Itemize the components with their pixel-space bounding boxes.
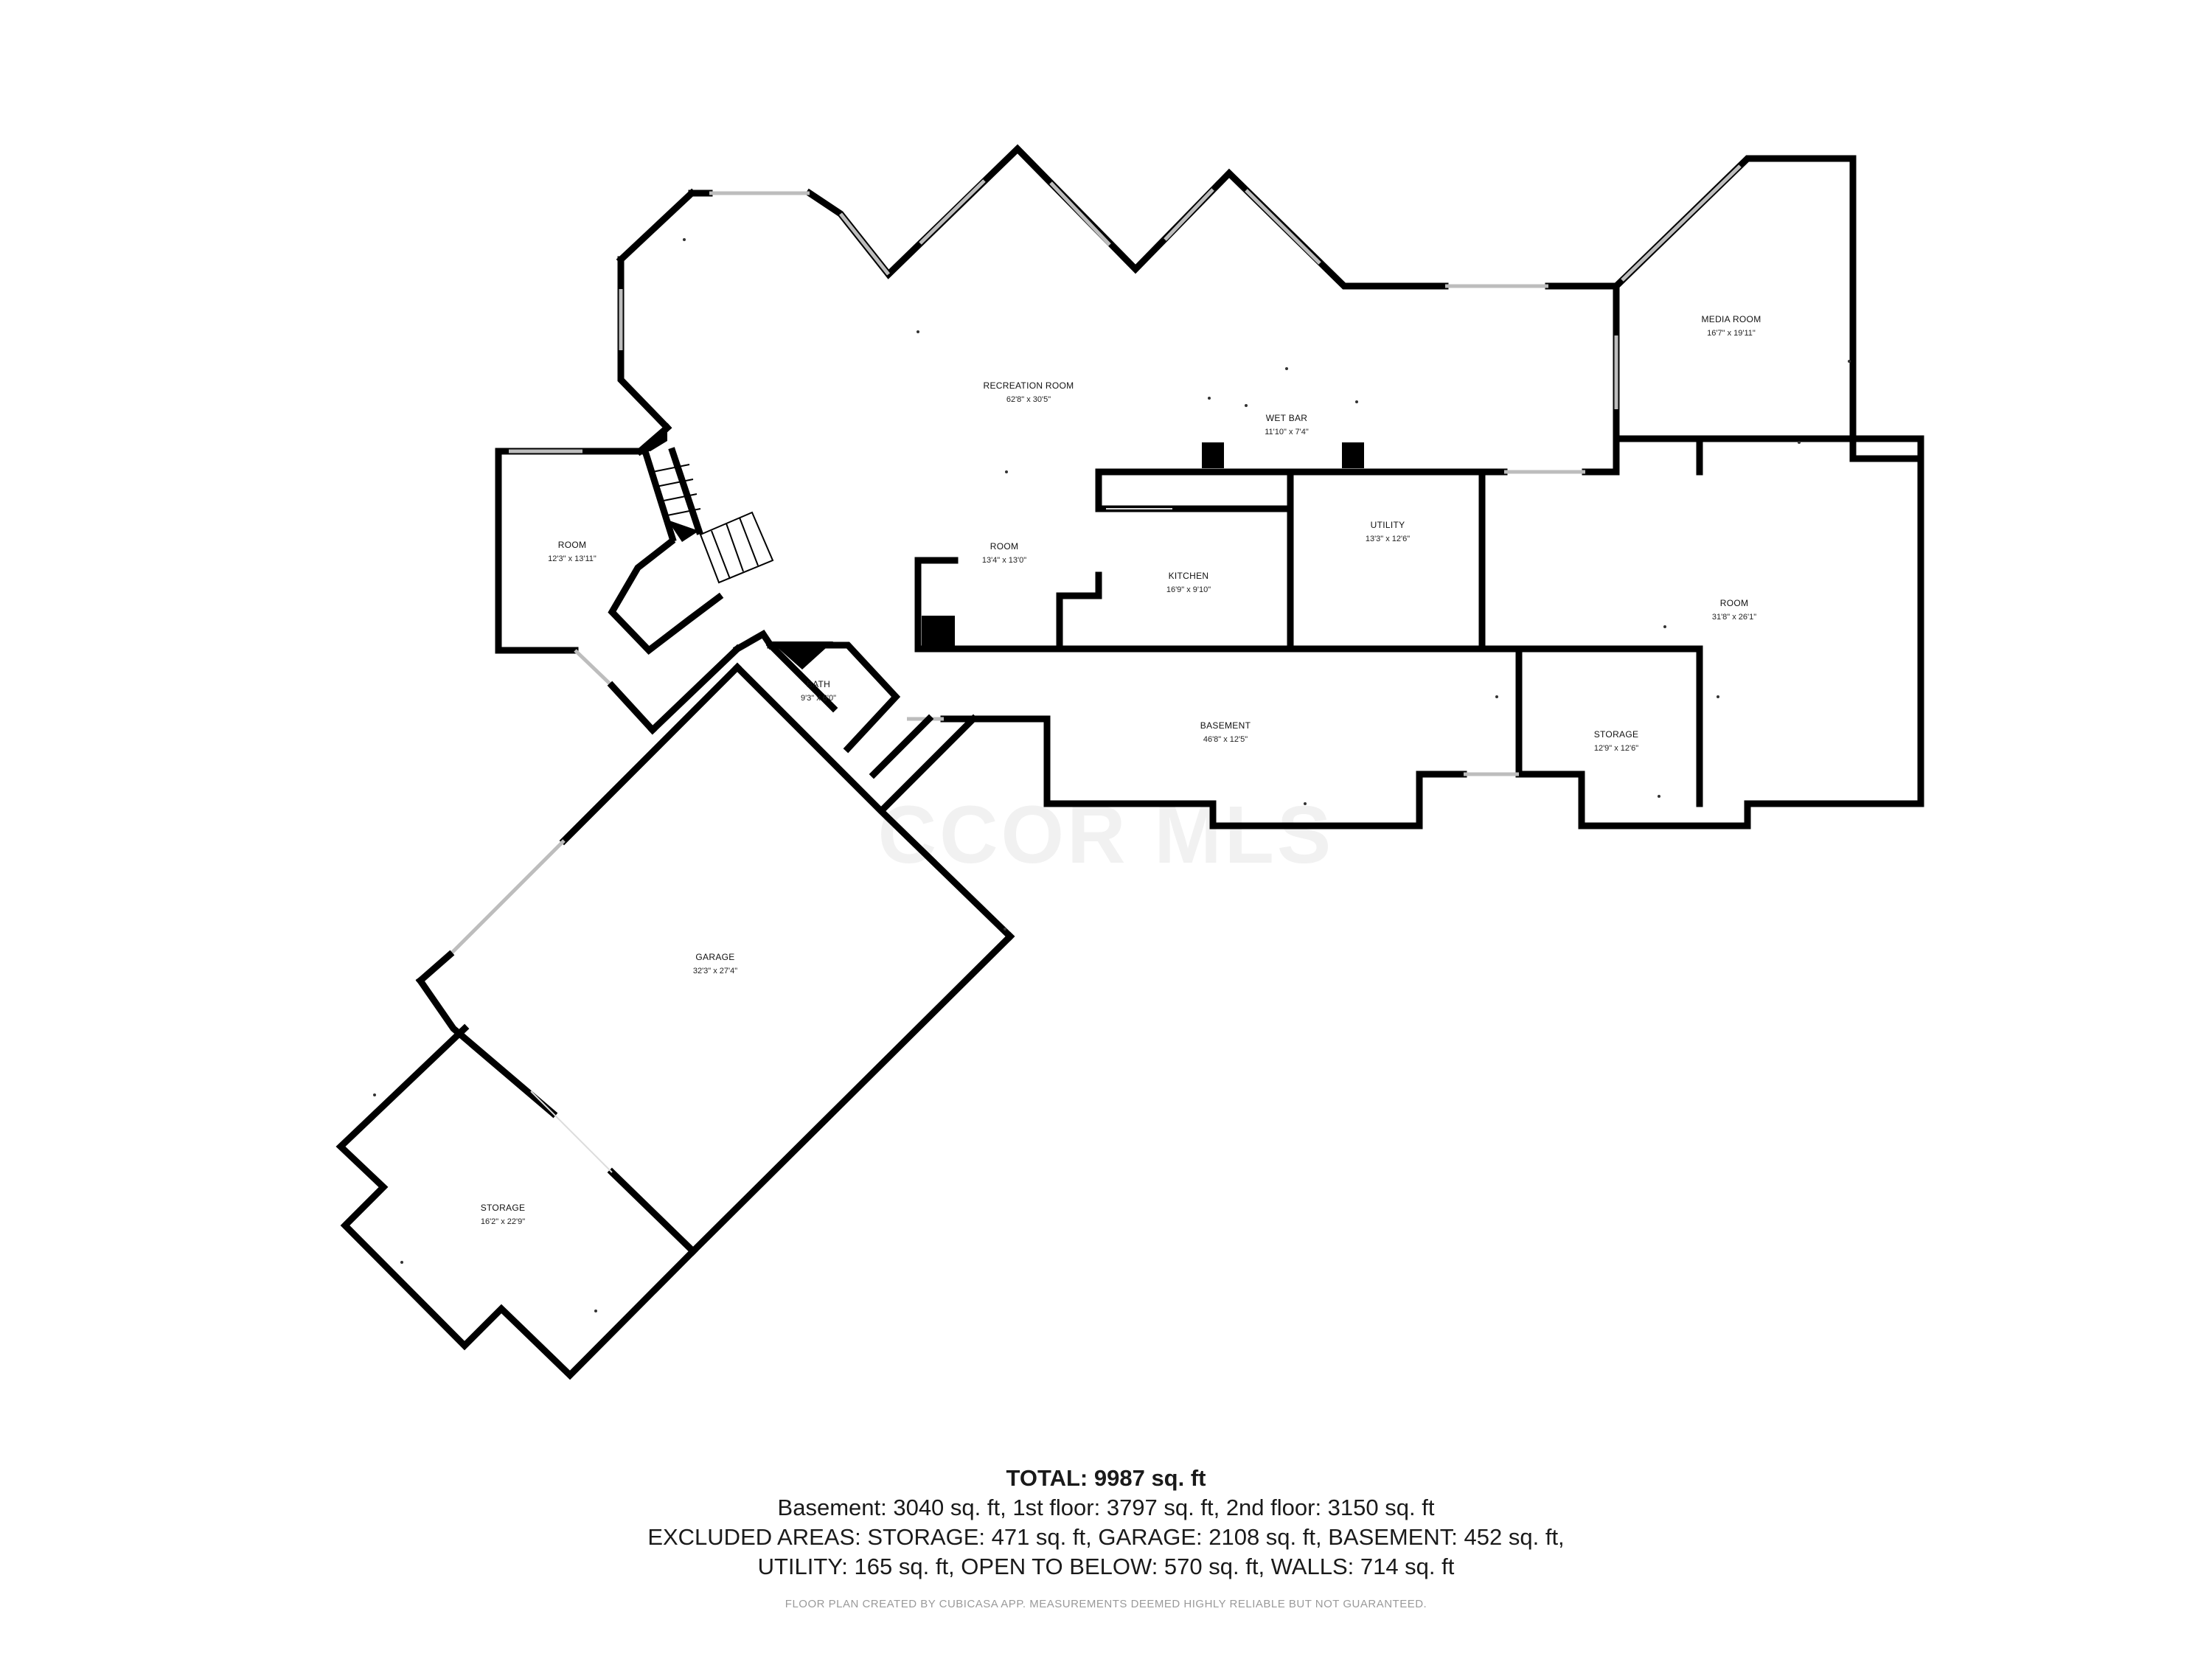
garage-name: GARAGE bbox=[695, 952, 734, 962]
media-room-walls bbox=[1611, 155, 1857, 442]
bath-name: BATH bbox=[807, 679, 830, 689]
storage-south-dims: 16'2" x 22'9" bbox=[481, 1217, 525, 1226]
basement-name: BASEMENT bbox=[1200, 720, 1251, 731]
wet-bar-dims: 11'10" x 7'4" bbox=[1265, 428, 1309, 437]
recreation-room-walls bbox=[616, 144, 1620, 476]
room-east-walls bbox=[1478, 435, 1924, 807]
room-east-name: ROOM bbox=[1720, 598, 1749, 608]
room-west-name: ROOM bbox=[558, 540, 587, 550]
garage-dims: 32'3" x 27'4" bbox=[693, 967, 737, 975]
kitchen-name: KITCHEN bbox=[1169, 571, 1209, 581]
wet-bar-name: WET BAR bbox=[1266, 413, 1308, 423]
media-room-name: MEDIA ROOM bbox=[1701, 314, 1761, 324]
storage-east-name: STORAGE bbox=[1594, 729, 1639, 740]
storage-south-walls bbox=[335, 1023, 698, 1380]
room-east-dims: 31'8" x 26'1" bbox=[1712, 613, 1756, 622]
total-area: TOTAL: 9987 sq. ft bbox=[1006, 1465, 1206, 1491]
recreation-room-name: RECREATION ROOM bbox=[984, 380, 1074, 391]
excluded-areas: EXCLUDED AREAS: STORAGE: 471 sq. ft, GAR… bbox=[647, 1524, 1565, 1550]
media-room-dims: 16'7" x 19'11" bbox=[1707, 329, 1756, 338]
utility-dims: 13'3" x 12'6" bbox=[1366, 535, 1410, 543]
storage-south-name: STORAGE bbox=[481, 1203, 526, 1213]
floor-areas: Basement: 3040 sq. ft, 1st floor: 3797 s… bbox=[777, 1495, 1435, 1520]
room-center-name: ROOM bbox=[990, 541, 1019, 552]
storage-east-dims: 12'9" x 12'6" bbox=[1594, 744, 1638, 753]
garage-walls bbox=[415, 662, 1015, 1256]
stair-area bbox=[608, 428, 774, 655]
room-center-dims: 13'4" x 13'0" bbox=[982, 556, 1026, 565]
kitchen-dims: 16'9" x 9'10" bbox=[1166, 585, 1211, 594]
utility-name: UTILITY bbox=[1371, 520, 1405, 530]
bath-dims: 9'3" x 6'0" bbox=[801, 694, 836, 703]
center-block-walls bbox=[914, 442, 1620, 653]
recreation-room-dims: 62'8" x 30'5" bbox=[1006, 395, 1051, 404]
reference-dots bbox=[373, 238, 1851, 1312]
room-labels: RECREATION ROOM 62'8" x 30'5" WET BAR 11… bbox=[481, 314, 1761, 1226]
basement-dims: 46'8" x 12'5" bbox=[1203, 735, 1248, 744]
recreation-windows bbox=[619, 179, 1618, 409]
room-west-walls bbox=[495, 422, 672, 654]
excluded-areas-cont: UTILITY: 165 sq. ft, OPEN TO BELOW: 570 … bbox=[757, 1554, 1455, 1579]
west-corridor bbox=[574, 630, 776, 735]
bath-walls bbox=[765, 640, 901, 754]
area-summary: TOTAL: 9987 sq. ft Basement: 3040 sq. ft… bbox=[0, 1464, 2212, 1610]
disclaimer: FLOOR PLAN CREATED BY CUBICASA APP. MEAS… bbox=[785, 1598, 1427, 1610]
room-west-dims: 12'3" x 13'11" bbox=[548, 554, 597, 563]
basement-walls bbox=[869, 714, 1751, 830]
